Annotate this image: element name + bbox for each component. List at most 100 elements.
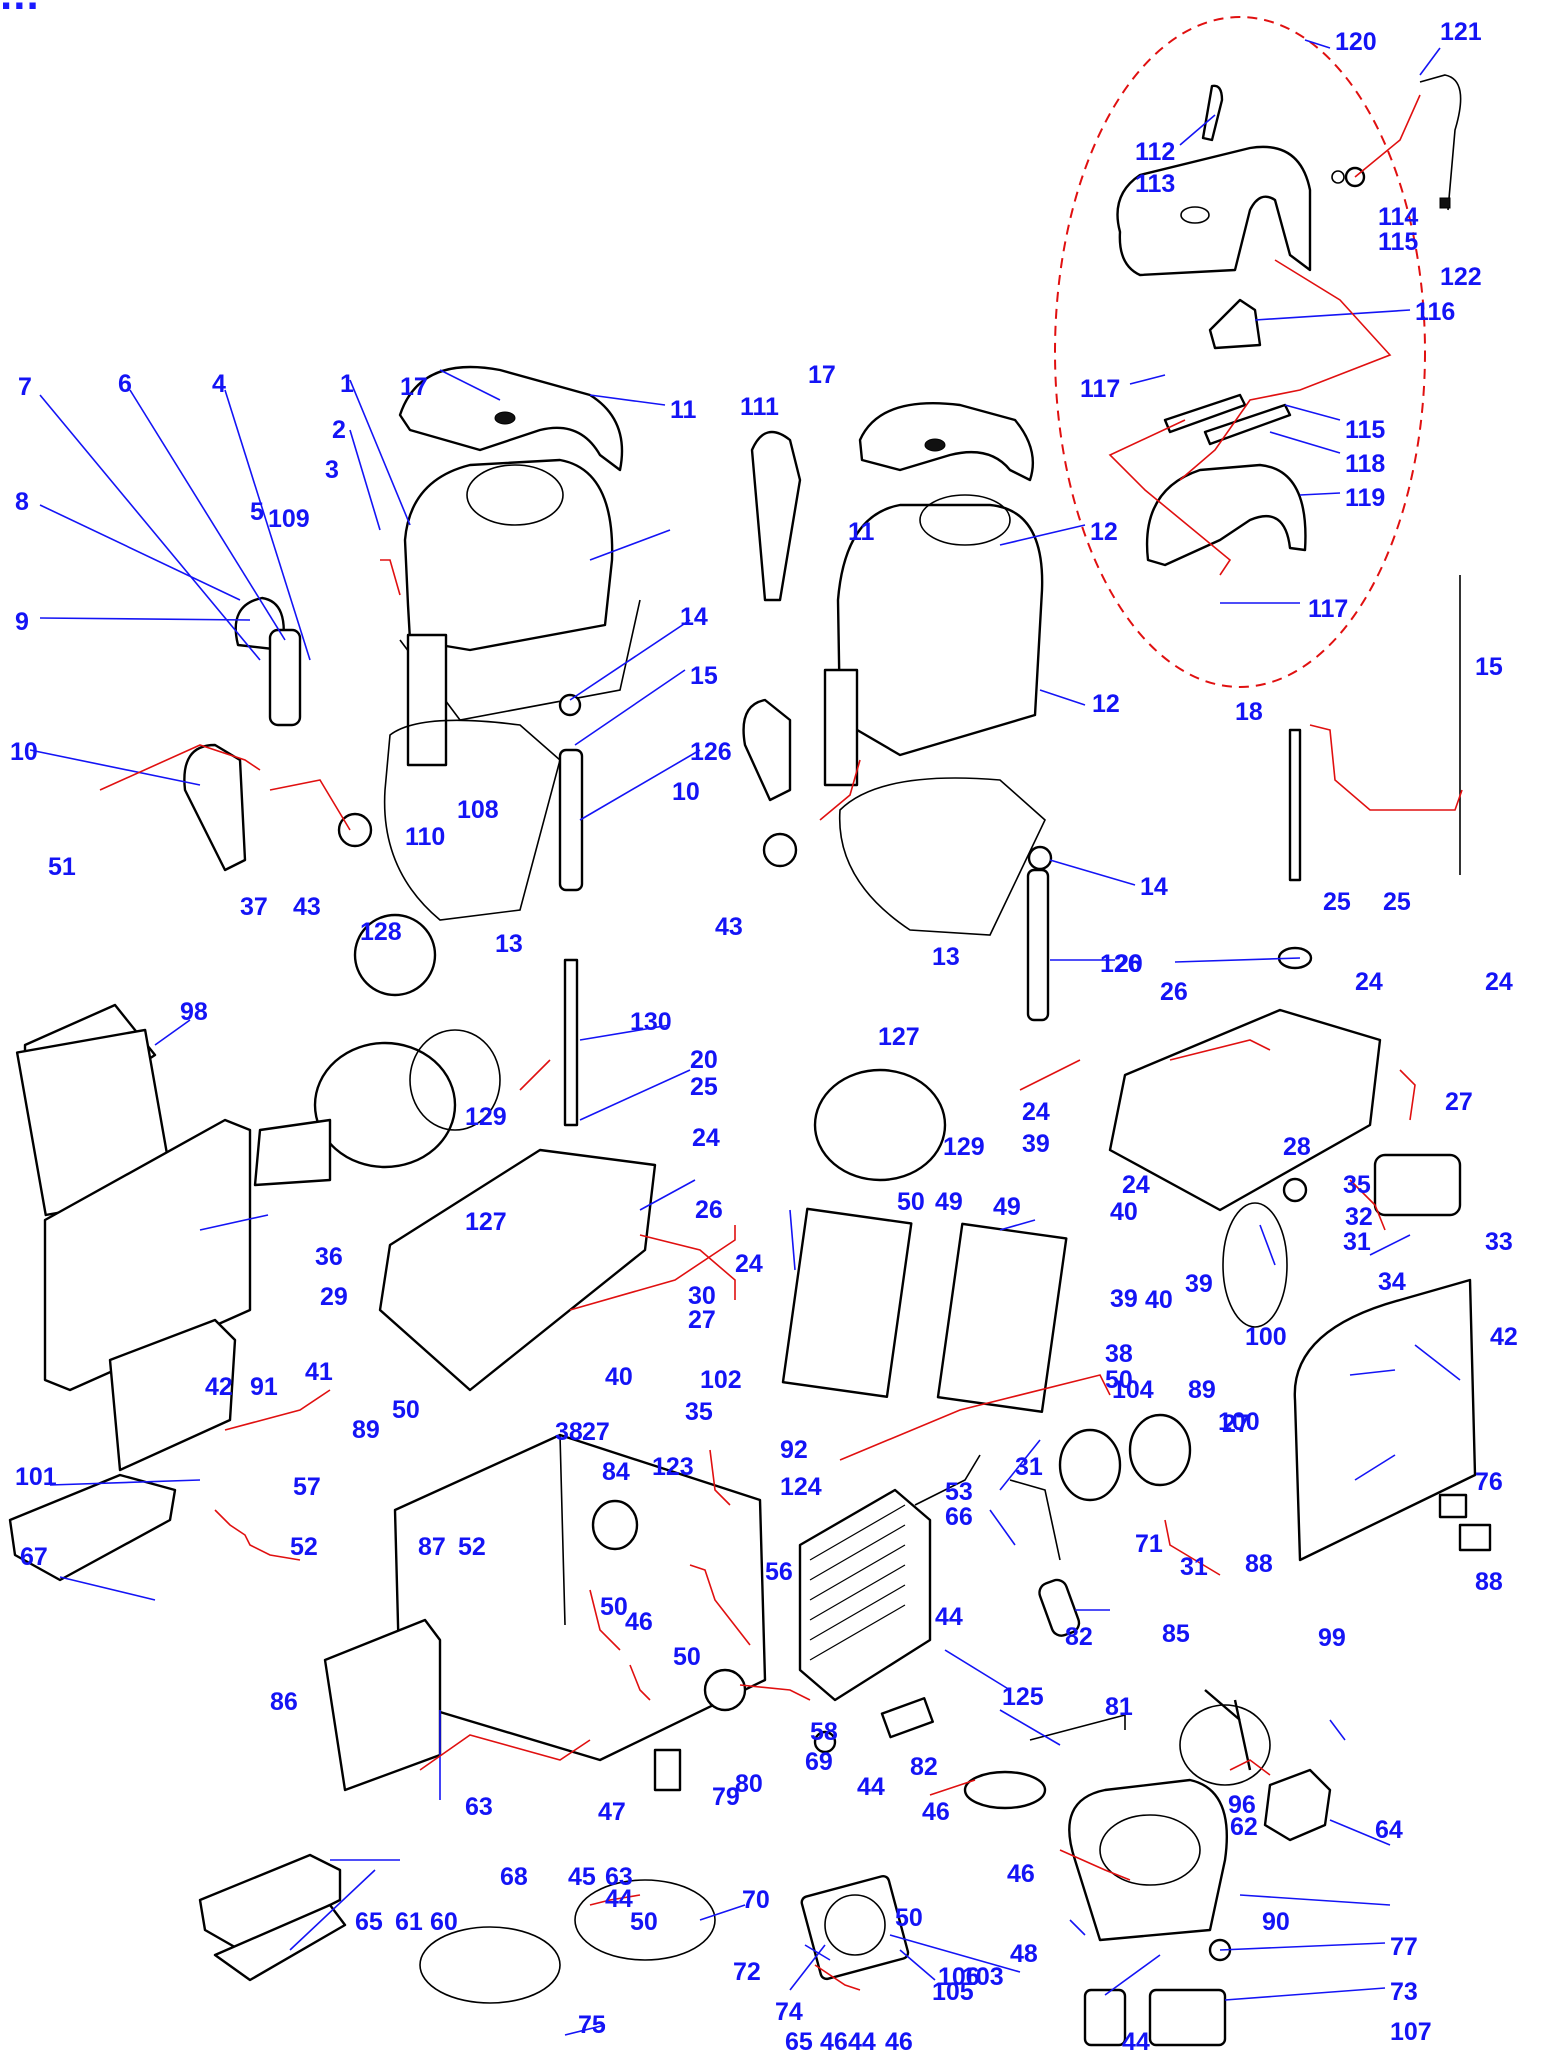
label-39-b: 39	[1185, 1270, 1213, 1298]
part-12-bowl-left	[403, 458, 614, 652]
label-24-e: 24	[1122, 1171, 1150, 1199]
label-63-b: 63	[605, 1863, 633, 1891]
part-17-knob-mid	[924, 438, 946, 452]
part-126-auger-left	[558, 748, 584, 892]
part-107-fan	[800, 1874, 910, 1981]
label-27-a: 27	[1445, 1088, 1473, 1116]
part-gearbox-right	[1373, 1153, 1462, 1217]
part-121-rod	[1419, 74, 1462, 211]
label-14-b: 14	[1140, 873, 1168, 901]
label-57: 57	[293, 1473, 321, 1501]
label-108: 108	[457, 796, 499, 824]
part-36-group	[1222, 1202, 1288, 1328]
part-130-shaft	[563, 958, 579, 1127]
label-70: 70	[742, 1886, 770, 1914]
label-46-c: 46	[1007, 1860, 1035, 1888]
part-cylinder-left	[406, 633, 448, 767]
part-tap-body	[268, 628, 302, 727]
part-13-gasket-left	[383, 719, 561, 921]
leader-lines	[29, 39, 1461, 2036]
label-127-a: 127	[465, 1208, 507, 1236]
label-79: 79	[712, 1783, 740, 1811]
part-128-circle	[353, 913, 437, 997]
red-leader-lines	[99, 94, 1463, 1991]
label-28: 28	[1283, 1133, 1311, 1161]
label-72: 72	[733, 1958, 761, 1986]
label-20-b: 20	[690, 1046, 718, 1074]
label-102: 102	[700, 1366, 742, 1394]
label-96: 96	[1228, 1791, 1256, 1819]
label-107: 107	[1390, 2018, 1432, 2046]
label-2: 2	[332, 416, 346, 444]
label-115-a: 115	[1378, 228, 1418, 256]
part-12-bowl-mid-opening	[919, 494, 1011, 546]
label-27-b: 27	[688, 1306, 716, 1334]
part-42-panel-left	[43, 1118, 252, 1392]
label-9: 9	[15, 608, 29, 636]
label-7: 7	[18, 373, 32, 401]
label-46-a: 46	[625, 1608, 653, 1636]
part-28-nut	[1282, 1177, 1308, 1203]
label-85: 85	[1162, 1620, 1190, 1648]
part-60-tray	[198, 1853, 342, 1952]
label-44-e: 44	[1122, 2028, 1150, 2056]
label-91: 91	[250, 1373, 278, 1401]
label-47: 47	[598, 1798, 626, 1826]
label-33: 33	[1485, 1228, 1513, 1256]
part-11-lid-mid	[858, 401, 1034, 482]
label-15-a: 15	[690, 662, 718, 690]
label-31-c: 31	[1180, 1553, 1208, 1581]
part-127-spiral-left	[313, 1041, 457, 1169]
label-20-a: 20	[1115, 950, 1143, 978]
part-85-filter	[1038, 1578, 1081, 1637]
label-40-c: 40	[605, 1363, 633, 1391]
label-51: 51	[48, 853, 76, 881]
condenser-fins	[809, 1504, 906, 1661]
part-122-screw	[1439, 197, 1451, 209]
part-12-bowl-left-opening	[466, 464, 564, 526]
part-14-cap-mid	[1027, 845, 1053, 871]
label-25-c: 25	[690, 1073, 718, 1101]
part-123-cap	[591, 1499, 639, 1551]
part-12-bowl-mid	[836, 503, 1044, 757]
page-title: ...	[0, 0, 40, 20]
label-46-d: 46	[820, 2028, 848, 2056]
label-45: 45	[568, 1863, 596, 1891]
label-99: 99	[1318, 1624, 1346, 1652]
part-71-tube	[914, 1454, 981, 1506]
part-66-switch	[1438, 1493, 1468, 1519]
part-56-board	[253, 1118, 332, 1187]
label-56: 56	[765, 1558, 793, 1586]
part-126-auger-mid	[1026, 868, 1050, 1022]
label-61: 61	[395, 1908, 423, 1936]
label-1: 1	[340, 370, 354, 398]
label-38-a: 38	[1105, 1340, 1133, 1368]
label-41: 41	[305, 1358, 333, 1386]
label-112: 112	[1135, 138, 1175, 166]
label-65-a: 65	[355, 1908, 383, 1936]
label-104: 104	[1112, 1376, 1154, 1404]
part-73-capacitor	[1083, 1988, 1127, 2047]
label-44-d: 44	[848, 2028, 876, 2056]
part-57-bracket	[108, 1318, 237, 1472]
label-122: 122	[1440, 263, 1482, 291]
part-112-lever	[1201, 84, 1224, 142]
label-63-a: 63	[465, 1793, 493, 1821]
label-53: 53	[945, 1478, 973, 1506]
label-50-g: 50	[895, 1904, 923, 1932]
label-62: 62	[1230, 1813, 1258, 1841]
label-50-c: 50	[392, 1396, 420, 1424]
label-77: 77	[1390, 1933, 1418, 1961]
part-65-coil-left	[419, 1926, 561, 2004]
label-124: 124	[780, 1473, 822, 1501]
part-frame	[393, 1433, 767, 1762]
label-118: 118	[1345, 450, 1385, 478]
part-15-shaft-right	[1288, 728, 1302, 882]
label-120: 120	[1335, 28, 1377, 56]
label-42-a: 42	[1490, 1323, 1518, 1351]
label-24-c: 24	[692, 1124, 720, 1152]
label-30: 30	[688, 1282, 716, 1310]
label-130: 130	[630, 1008, 672, 1036]
label-128: 128	[360, 918, 402, 946]
